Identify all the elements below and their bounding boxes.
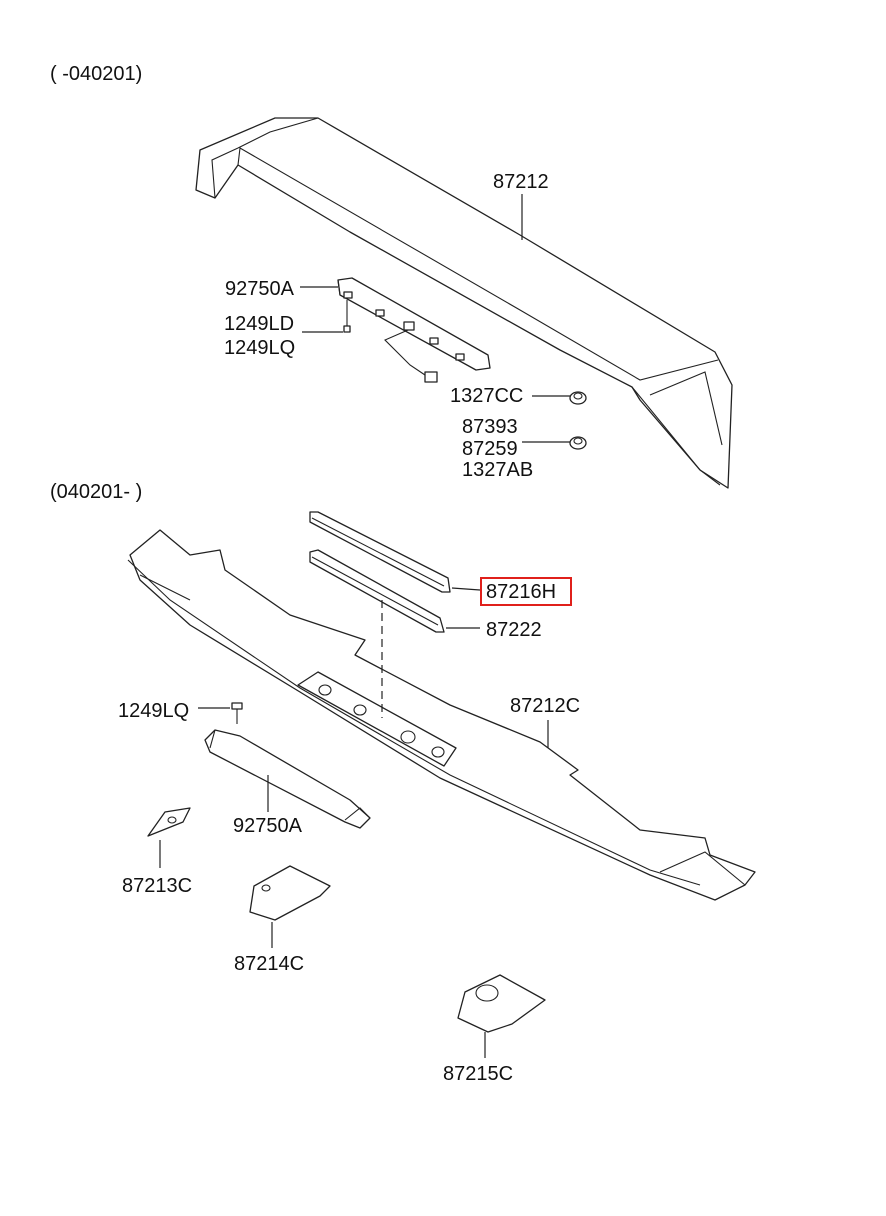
label-87259: 87259: [462, 438, 518, 460]
lamp-92750a-bottom-drawing: [204, 729, 371, 829]
label-87216h[interactable]: 87216H: [486, 581, 556, 603]
label-92750a-bottom: 92750A: [233, 815, 303, 837]
label-1249ld: 1249LD: [224, 313, 294, 335]
nut-1327cc-drawing: [569, 391, 587, 405]
label-1249lq-bottom: 1249LQ: [118, 700, 189, 722]
highlight-box-87216h: [480, 577, 572, 606]
pad-87213c-drawing: [147, 807, 191, 837]
strip-87216h-drawing: [309, 511, 451, 593]
label-87212c: 87212C: [510, 695, 580, 717]
label-87213c: 87213C: [122, 875, 192, 897]
section-label-after: (040201- ): [50, 481, 142, 503]
strip-87222-drawing: [309, 549, 445, 633]
label-92750a-top: 92750A: [225, 278, 295, 300]
label-1327cc: 1327CC: [450, 385, 523, 407]
label-87393: 87393: [462, 416, 518, 438]
screw-top-drawing: [343, 300, 351, 333]
label-87222: 87222: [486, 619, 542, 641]
nut-87259-drawing: [569, 436, 587, 450]
spoiler-87212c-drawing: [127, 529, 756, 901]
label-87212: 87212: [493, 171, 549, 193]
section-label-before: ( -040201): [50, 63, 142, 85]
screw-bottom-drawing: [231, 702, 243, 724]
pad-87214c-drawing: [249, 865, 331, 921]
leader-87216h: [451, 587, 481, 591]
spoiler-87212-drawing: [195, 117, 733, 489]
label-87214c: 87214C: [234, 953, 304, 975]
label-1327ab: 1327AB: [462, 459, 533, 481]
label-87215c: 87215C: [443, 1063, 513, 1085]
pad-87215c-drawing: [457, 974, 546, 1033]
label-1249lq-top: 1249LQ: [224, 337, 295, 359]
lamp-92750a-top-drawing: [337, 277, 491, 383]
